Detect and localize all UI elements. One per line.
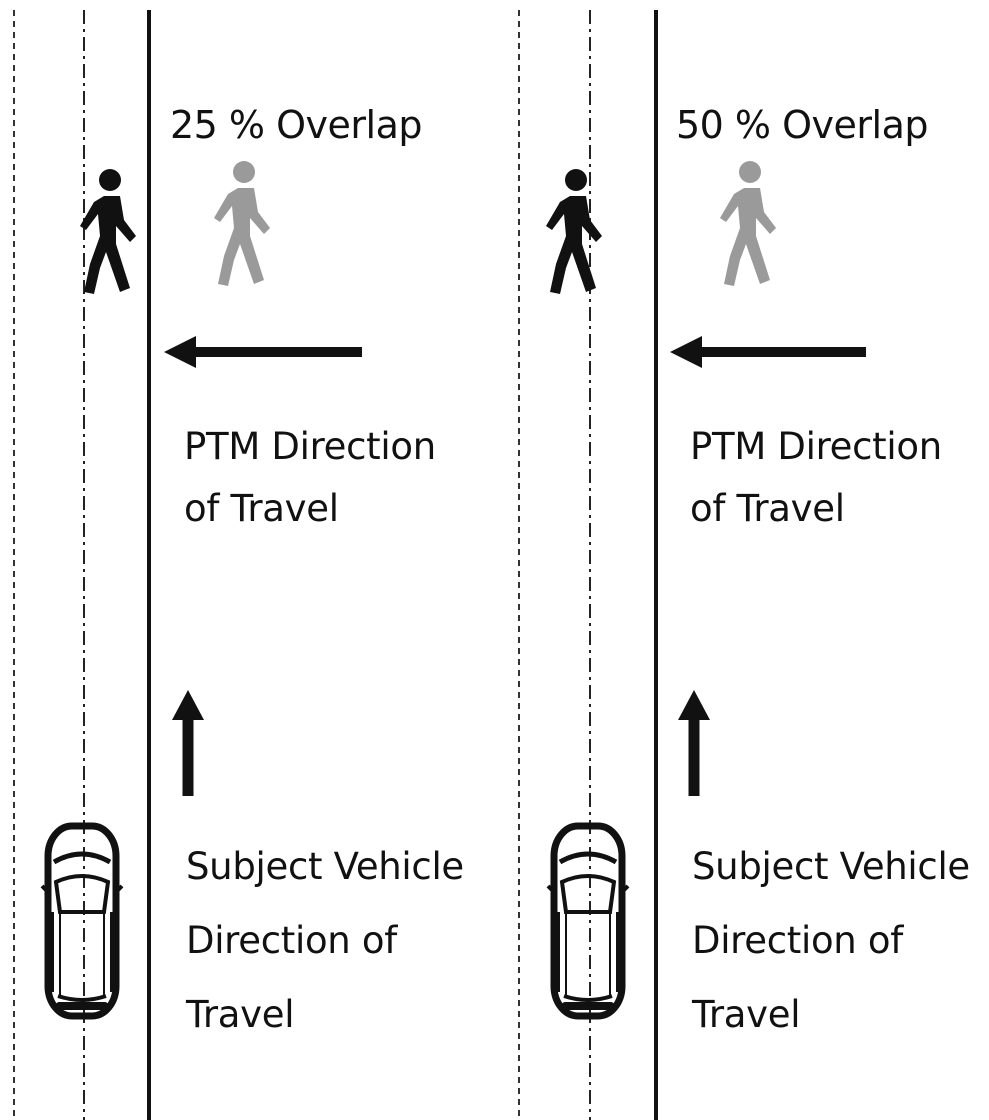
car-top-view-icon	[548, 826, 628, 1016]
vehicle-label-line: Travel	[692, 993, 801, 1036]
ptm-label-line: PTM Direction	[690, 425, 942, 468]
panel-title: 25 % Overlap	[170, 103, 422, 147]
ptm-direction-label: PTM Direction of Travel	[690, 416, 942, 540]
vehicle-label-line: Direction of	[692, 919, 903, 962]
ptm-label-line: of Travel	[184, 487, 339, 530]
vehicle-direction-label: Subject Vehicle Direction of Travel	[692, 830, 970, 1052]
vehicle-label-line: Subject Vehicle	[186, 845, 464, 888]
vehicle-label-line: Subject Vehicle	[692, 845, 970, 888]
panel-title: 50 % Overlap	[676, 103, 928, 147]
vehicle-direction-label: Subject Vehicle Direction of Travel	[186, 830, 464, 1052]
arrow-left-icon	[670, 336, 866, 368]
pedestrian-light-icon	[214, 161, 270, 286]
ptm-direction-label: PTM Direction of Travel	[184, 416, 436, 540]
pedestrian-dark-icon	[546, 169, 602, 294]
ptm-label-line: PTM Direction	[184, 425, 436, 468]
pedestrian-light-icon	[720, 161, 776, 286]
arrow-left-icon	[164, 336, 362, 368]
vehicle-label-line: Direction of	[186, 919, 397, 962]
car-top-view-icon	[42, 826, 122, 1016]
vehicle-label-line: Travel	[186, 993, 295, 1036]
pedestrian-dark-icon	[80, 169, 136, 294]
ptm-label-line: of Travel	[690, 487, 845, 530]
arrow-up-icon	[678, 690, 710, 796]
arrow-up-icon	[172, 690, 204, 796]
